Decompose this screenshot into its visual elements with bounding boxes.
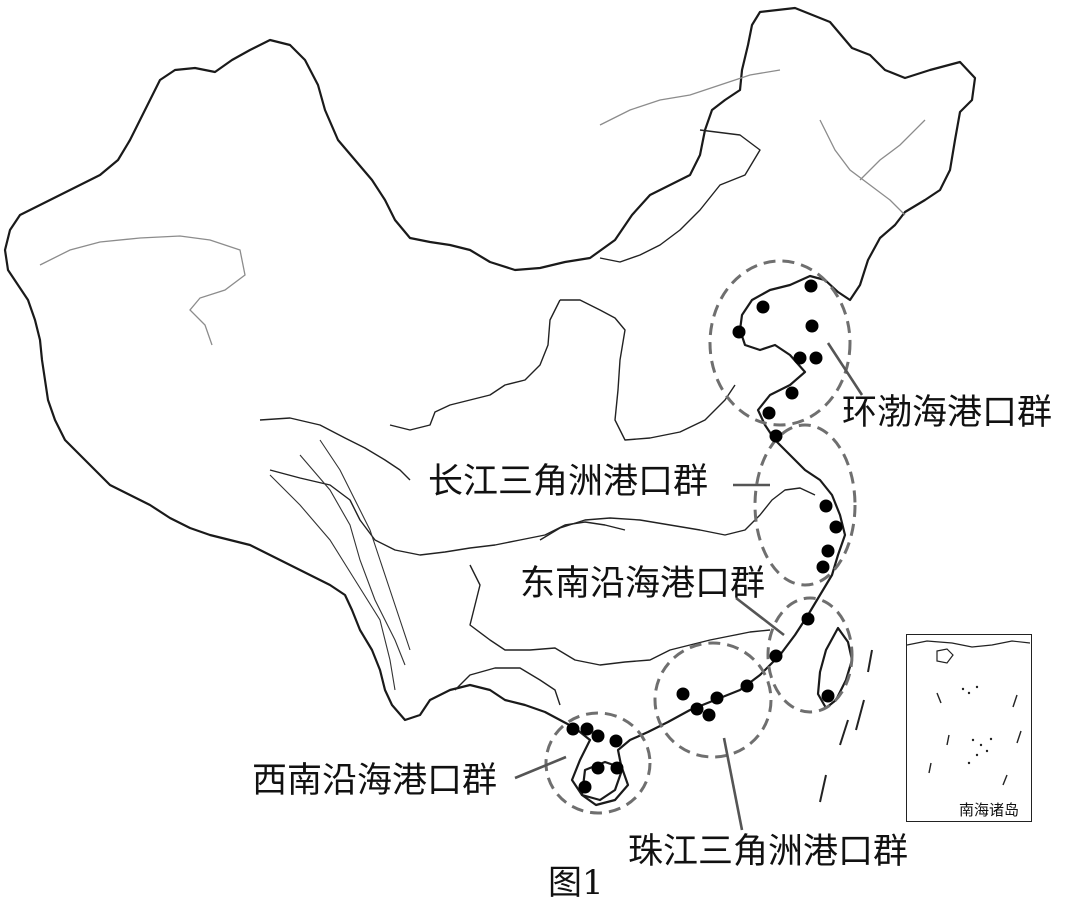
pearl-leader-line bbox=[722, 737, 744, 831]
port-dot bbox=[821, 544, 835, 558]
port-dot bbox=[804, 279, 818, 293]
south-china-boundary bbox=[469, 564, 771, 666]
southwest-river-2 bbox=[299, 454, 406, 666]
port-dot bbox=[690, 702, 704, 716]
label-bohai-port-group: 环渤海港口群 bbox=[842, 393, 1053, 433]
port-dot bbox=[793, 351, 807, 365]
southeast-cluster-circle bbox=[766, 596, 854, 714]
port-dot bbox=[769, 429, 783, 443]
port-dot bbox=[801, 612, 815, 626]
port-dot bbox=[740, 679, 754, 693]
yangtze-basin-boundary bbox=[539, 487, 816, 541]
southeast-leader-line bbox=[735, 596, 785, 637]
label-yangtze-port-group: 长江三角洲港口群 bbox=[428, 462, 709, 502]
port-dot bbox=[762, 406, 776, 420]
national-boundary bbox=[3, 6, 977, 802]
port-dot bbox=[609, 734, 623, 748]
inset-label: 南海诸岛 bbox=[958, 801, 1021, 819]
port-dot bbox=[805, 319, 819, 333]
port-dot bbox=[578, 780, 592, 794]
bohai-leader-line bbox=[826, 342, 864, 396]
southwest-river-3 bbox=[269, 474, 396, 691]
port-dot bbox=[756, 300, 770, 314]
hainan-island bbox=[580, 760, 630, 807]
port-dot bbox=[580, 722, 594, 736]
yunnan-guangxi-boundary bbox=[454, 667, 561, 706]
yangtze-cluster-circle bbox=[753, 423, 857, 587]
taiwan-island bbox=[816, 626, 854, 710]
port-dot bbox=[809, 351, 823, 365]
port-dots bbox=[566, 279, 843, 794]
pearl-cluster-circle bbox=[653, 641, 773, 759]
southwest-cluster-circle bbox=[544, 711, 652, 815]
northeast-boundary bbox=[599, 129, 761, 263]
port-dot bbox=[676, 687, 690, 701]
label-southeast-port-group: 东南沿海港口群 bbox=[520, 564, 766, 604]
offshore-dashes bbox=[819, 649, 873, 803]
label-pearl-port-group: 珠江三角洲港口群 bbox=[628, 832, 909, 872]
port-dot bbox=[816, 560, 830, 574]
port-dot bbox=[591, 729, 605, 743]
south-china-sea-inset bbox=[906, 634, 1032, 822]
bohai-cluster-circle bbox=[708, 259, 852, 427]
port-dot bbox=[591, 761, 605, 775]
inner-mongolia-south-boundary bbox=[560, 299, 736, 441]
figure-caption: 图1 bbox=[548, 863, 604, 903]
southwest-leader-line bbox=[514, 755, 567, 780]
heilong-river bbox=[599, 69, 781, 126]
tarim-river bbox=[39, 235, 246, 346]
label-southwest-port-group: 西南沿海港口群 bbox=[252, 761, 498, 801]
ningxia-gansu-boundary bbox=[389, 299, 561, 431]
port-dot bbox=[821, 689, 835, 703]
port-dot bbox=[732, 325, 746, 339]
port-dot bbox=[829, 520, 843, 534]
port-dot bbox=[769, 649, 783, 663]
songhua-river bbox=[819, 119, 926, 216]
port-dot bbox=[710, 691, 724, 705]
port-dot bbox=[702, 708, 716, 722]
tibet-qinghai-boundary bbox=[259, 417, 411, 481]
inset-map bbox=[906, 640, 1031, 786]
port-dot bbox=[566, 722, 580, 736]
port-dot bbox=[819, 499, 833, 513]
southwest-river-1 bbox=[319, 439, 411, 651]
port-dot bbox=[610, 761, 624, 775]
port-dot bbox=[785, 386, 799, 400]
